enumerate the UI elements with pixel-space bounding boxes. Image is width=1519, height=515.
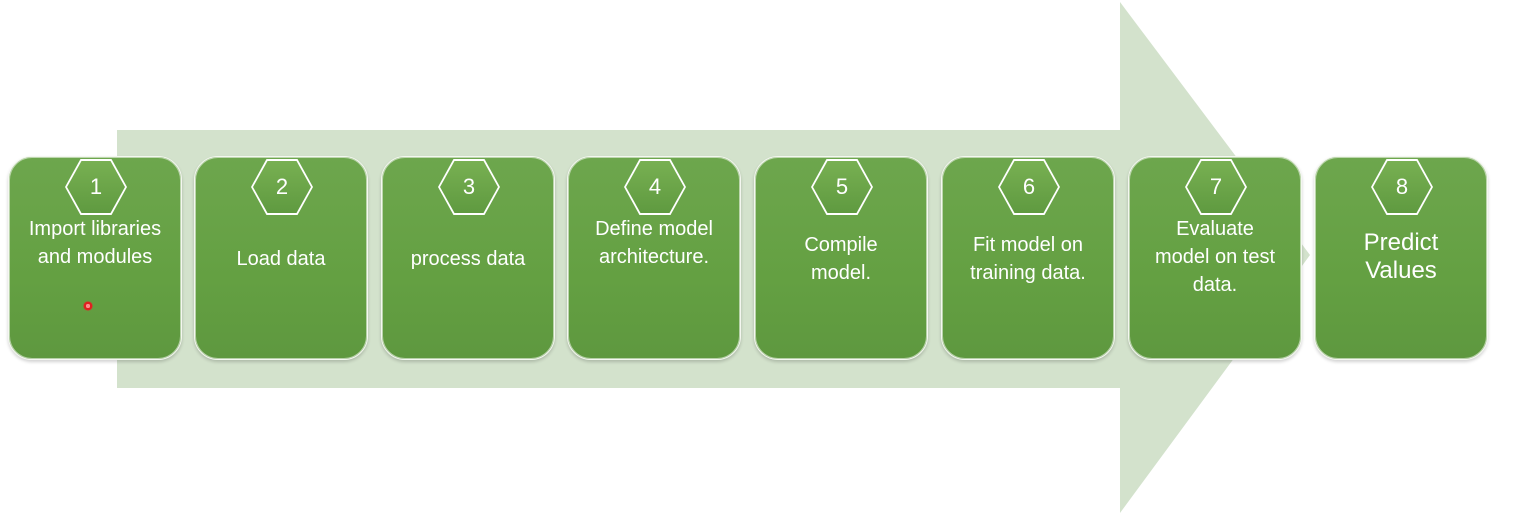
step-4-number: 4 [626, 161, 684, 213]
step-5-label: Compile model. [804, 234, 878, 284]
step-5-hexagon: 5 [811, 159, 873, 215]
step-8-box: 8 Predict Values [1314, 156, 1488, 360]
step-3-number: 3 [440, 161, 498, 213]
step-1-label: Import libraries and modules [28, 218, 162, 268]
step-8-hexagon: 8 [1371, 159, 1433, 215]
step-3-box: 3 process data [381, 156, 555, 360]
step-2-label: Load data [236, 248, 326, 270]
step-7-hexagon: 7 [1185, 159, 1247, 215]
step-5-box: 5 Compile model. [754, 156, 928, 360]
step-7-number: 7 [1187, 161, 1245, 213]
step-7-label: Evaluate model on test data. [1154, 218, 1276, 296]
step-8-label: Predict Values [1363, 229, 1439, 284]
step-4-hexagon: 4 [624, 159, 686, 215]
step-1-hexagon: 1 [65, 159, 127, 215]
step-2-number: 2 [253, 161, 311, 213]
step-1-number: 1 [67, 161, 125, 213]
step-6-box: 6 Fit model on training data. [941, 156, 1115, 360]
step-6-label: Fit model on training data. [970, 234, 1086, 284]
step-6-hexagon: 6 [998, 159, 1060, 215]
step-3-label: process data [410, 248, 526, 270]
step-8-number: 8 [1373, 161, 1431, 213]
step-1-box: 1 Import libraries and modules [8, 156, 182, 360]
step-5-number: 5 [813, 161, 871, 213]
step-4-box: 4 Define model architecture. [567, 156, 741, 360]
step-3-hexagon: 3 [438, 159, 500, 215]
step-4-label: Define model architecture. [595, 218, 713, 268]
step-2-box: 2 Load data [194, 156, 368, 360]
step-2-hexagon: 2 [251, 159, 313, 215]
step-6-number: 6 [1000, 161, 1058, 213]
step-7-box: 7 Evaluate model on test data. [1128, 156, 1302, 360]
cursor-highlight-dot [83, 301, 93, 311]
